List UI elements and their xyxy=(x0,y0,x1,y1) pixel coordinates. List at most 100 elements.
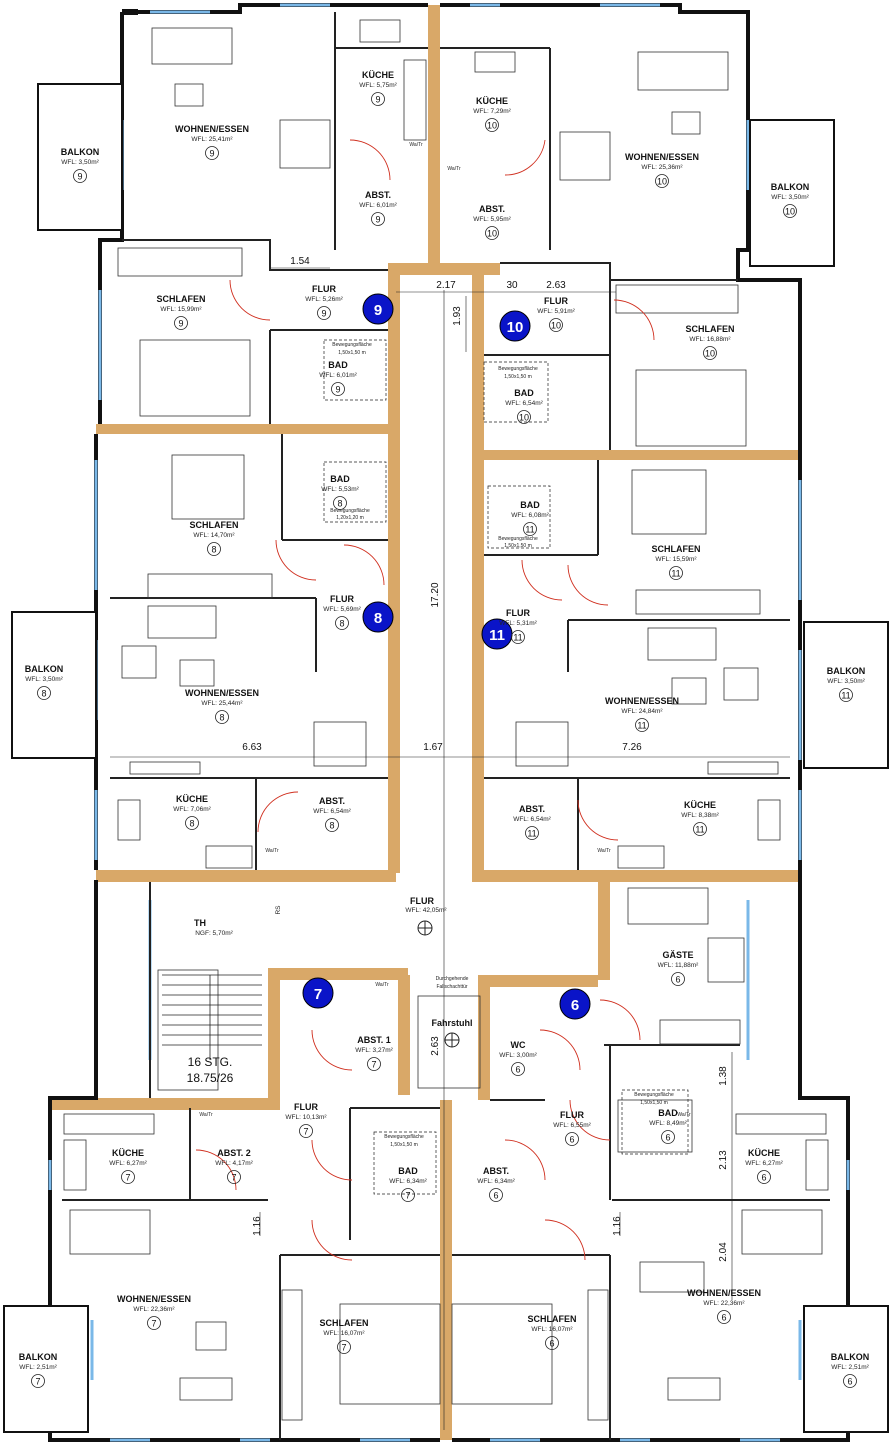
unit-number: 9 xyxy=(375,95,380,105)
svg-text:Durchgehende: Durchgehende xyxy=(436,976,469,982)
svg-text:1.38: 1.38 xyxy=(718,1066,729,1086)
room-area: WFL: 11,88m² xyxy=(658,962,700,969)
room-area: WFL: 6,27m² xyxy=(745,1160,783,1167)
unit-number: 11 xyxy=(525,525,534,535)
room-name: BALKON xyxy=(771,182,810,192)
unit-number: 6 xyxy=(665,1133,670,1143)
unit-number: 10 xyxy=(487,229,497,239)
svg-text:Wa/Tr: Wa/Tr xyxy=(199,1112,213,1118)
balcony-9 xyxy=(37,83,123,231)
room-name: BALKON xyxy=(831,1352,870,1362)
svg-text:Wa/Tr: Wa/Tr xyxy=(447,166,461,172)
balcony-8 xyxy=(11,611,97,759)
room-name: ABST. xyxy=(479,204,505,214)
unit-number: 8 xyxy=(211,545,216,555)
unit-number: 10 xyxy=(705,349,715,359)
unit-number-circle xyxy=(215,710,229,724)
unit-number: 6 xyxy=(493,1191,498,1201)
room-name: WC xyxy=(511,1040,526,1050)
svg-text:Wa/Tr: Wa/Tr xyxy=(375,982,389,988)
room-area: WFL: 15,99m² xyxy=(160,306,202,313)
unit-number-circle xyxy=(371,212,385,226)
unit-badge-10: 10 xyxy=(499,310,531,342)
unit-number-circle xyxy=(227,1170,241,1184)
room-name: FLUR xyxy=(312,284,336,294)
svg-text:1,50x1,50 m: 1,50x1,50 m xyxy=(338,350,366,356)
room-name: BAD xyxy=(328,360,348,370)
unit-number: 11 xyxy=(671,569,680,579)
room-name: FLUR xyxy=(294,1102,318,1112)
svg-text:1,50x1,50 m: 1,50x1,50 m xyxy=(390,1142,418,1148)
room-area: WFL: 25,36m² xyxy=(641,164,683,171)
unit-number-circle xyxy=(337,1340,351,1354)
room-name: BAD xyxy=(330,474,350,484)
svg-text:9: 9 xyxy=(374,302,382,319)
unit-number-circle xyxy=(489,1188,503,1202)
room-name: ABST. xyxy=(483,1166,509,1176)
unit-number-circle xyxy=(635,718,649,732)
svg-text:2.13: 2.13 xyxy=(718,1150,729,1170)
room-name: WOHNEN/ESSEN xyxy=(185,688,259,698)
room-name: SCHLAFEN xyxy=(190,520,239,530)
unit-number-circle xyxy=(693,822,707,836)
room-area: WFL: 6,34m² xyxy=(389,1178,427,1185)
svg-text:Wa/Tr: Wa/Tr xyxy=(677,1112,691,1118)
room-name: ABST. xyxy=(519,804,545,814)
svg-text:1.67: 1.67 xyxy=(423,742,443,753)
unit-number: 6 xyxy=(515,1065,520,1075)
room-area: WFL: 6,54m² xyxy=(505,400,543,407)
svg-text:Wa/Tr: Wa/Tr xyxy=(597,848,611,854)
svg-text:17.20: 17.20 xyxy=(430,582,441,607)
fixture-labels: Bewegungsfläche 1,50x1,50 m Bewegungsflä… xyxy=(199,142,691,1148)
svg-text:WFL: 42,05m²: WFL: 42,05m² xyxy=(405,907,447,914)
unit-number-circle xyxy=(299,1124,313,1138)
unit-number: 10 xyxy=(657,177,667,187)
unit-number: 6 xyxy=(761,1173,766,1183)
unit-number: 10 xyxy=(519,413,529,423)
room-name: WOHNEN/ESSEN xyxy=(605,696,679,706)
room-name: FLUR xyxy=(330,594,354,604)
unit-number: 11 xyxy=(841,691,850,701)
unit-number-circle xyxy=(757,1170,771,1184)
room-area: WFL: 22,36m² xyxy=(703,1300,745,1307)
svg-text:6.63: 6.63 xyxy=(242,742,262,753)
central-core-walls xyxy=(50,5,802,1440)
room-area: WFL: 4,17m² xyxy=(215,1160,253,1167)
unit-number: 6 xyxy=(721,1313,726,1323)
svg-text:11: 11 xyxy=(489,627,505,644)
svg-text:30: 30 xyxy=(506,280,518,291)
svg-text:1,50x1,50 m: 1,50x1,50 m xyxy=(504,374,532,380)
room-area: WFL: 5,91m² xyxy=(537,308,575,315)
room-area: WFL: 5,75m² xyxy=(359,82,397,89)
room-area: WFL: 2,51m² xyxy=(19,1364,57,1371)
room-name: WOHNEN/ESSEN xyxy=(175,124,249,134)
unit-number-circle xyxy=(207,542,221,556)
unit-badge-7: 7 xyxy=(302,977,334,1009)
unit-number-circle xyxy=(671,972,685,986)
unit-number: 11 xyxy=(513,633,522,643)
balcony-6 xyxy=(803,1305,889,1433)
unit-number-circle xyxy=(655,174,669,188)
common-labels: FLUR WFL: 42,05m² TH NGF: 5,70m² RS 16 S… xyxy=(187,896,473,1085)
unit-number-circle xyxy=(371,92,385,106)
svg-text:TH: TH xyxy=(194,918,206,928)
